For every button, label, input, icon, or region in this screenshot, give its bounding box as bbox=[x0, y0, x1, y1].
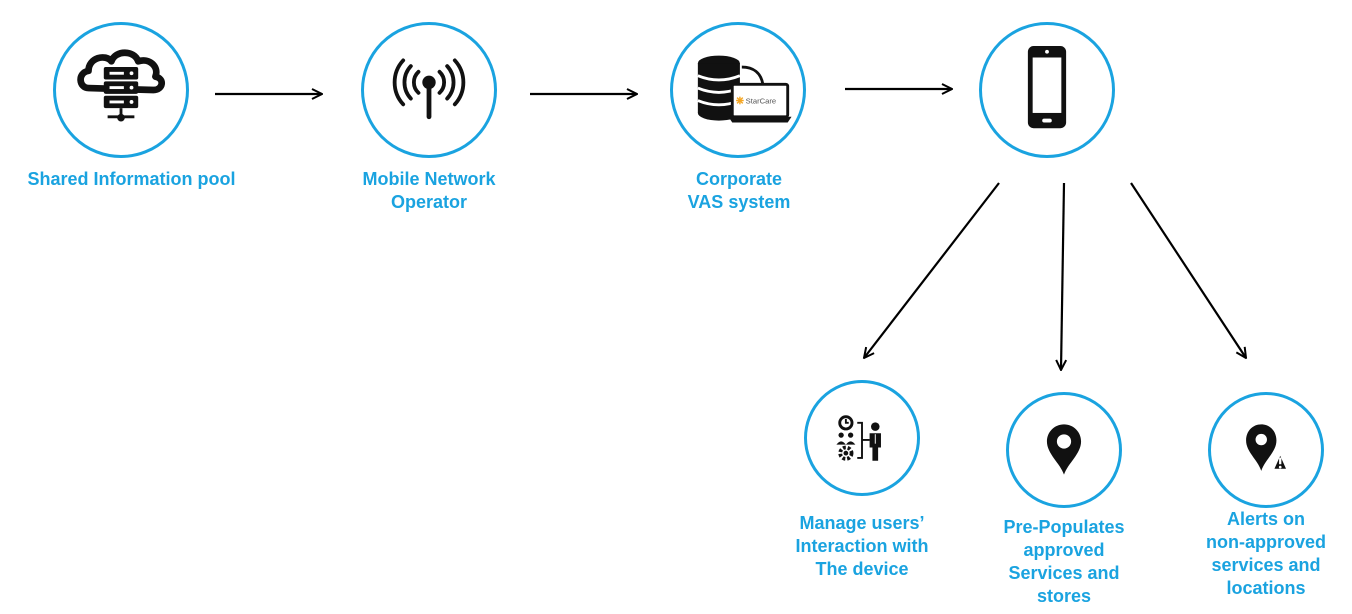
antenna-icon bbox=[392, 58, 466, 120]
prepopulates-label: Pre-Populates approved Services and stor… bbox=[1003, 517, 1125, 606]
cloud-server-icon bbox=[77, 49, 165, 122]
arrow-device-to-manage bbox=[864, 182, 1000, 358]
manage-users-label: Manage users’ Interaction with The devic… bbox=[795, 513, 929, 579]
device-node bbox=[979, 22, 1115, 158]
shared-pool-label: Shared Information pool bbox=[27, 169, 236, 189]
vas-brand-text: StarCare bbox=[746, 96, 777, 105]
manage-users-node bbox=[804, 380, 920, 496]
user-management-icon bbox=[836, 415, 881, 461]
alerts-node bbox=[1208, 392, 1324, 508]
database-laptop-icon: StarCare bbox=[697, 55, 792, 123]
smartphone-icon bbox=[1027, 46, 1067, 129]
arrow-device-to-prepopulates bbox=[1061, 182, 1064, 370]
prepopulates-node bbox=[1006, 392, 1122, 508]
alerts-label: Alerts on non-approved services and loca… bbox=[1206, 509, 1326, 598]
location-pin-icon bbox=[1046, 424, 1082, 475]
corporate-vas-node: StarCare bbox=[670, 22, 806, 158]
mobile-operator-node bbox=[361, 22, 497, 158]
mobile-operator-label: Mobile Network Operator bbox=[362, 169, 496, 212]
corporate-vas-label: Corporate VAS system bbox=[687, 169, 791, 212]
location-alert-icon bbox=[1246, 424, 1289, 472]
arrow-device-to-alerts bbox=[1130, 182, 1246, 358]
shared-pool-node bbox=[53, 22, 189, 158]
